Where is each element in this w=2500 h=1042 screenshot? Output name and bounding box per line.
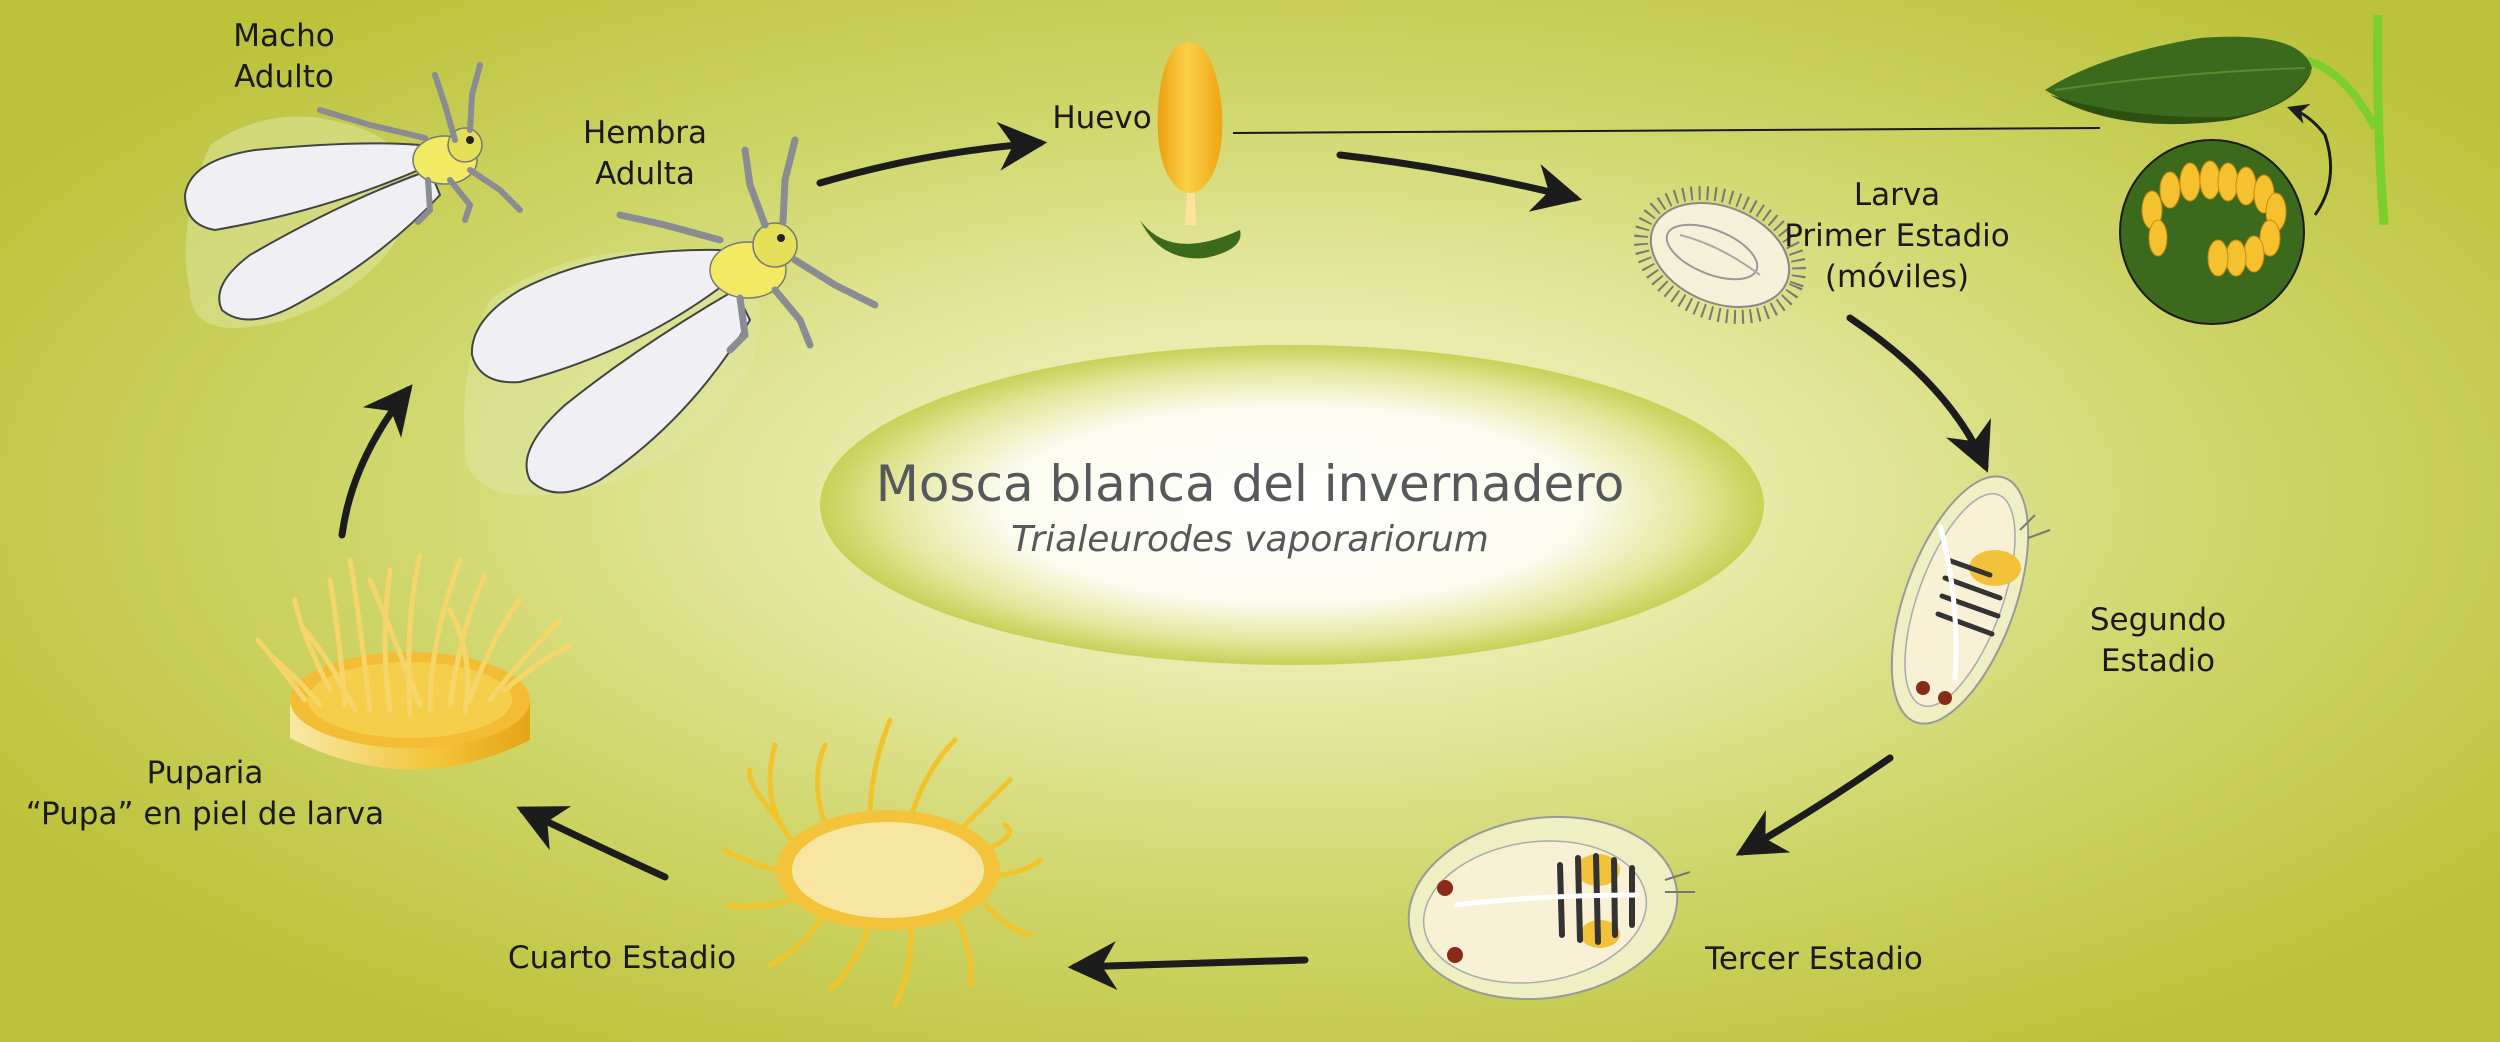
- diagram-title: Mosca blanca del invernadero: [875, 455, 1625, 513]
- label-larva-line2: Primer Estadio: [1784, 218, 2010, 254]
- label-huevo-line1: Huevo: [1052, 100, 1152, 136]
- third-instar-icon: [1407, 815, 1695, 1001]
- leaf-icon: [2045, 14, 2389, 226]
- egg-cluster-icon: [2119, 103, 2333, 325]
- label-larva-line3: (móviles): [1824, 259, 1970, 295]
- diagram-subtitle: Trialeurodes vaporariorum: [1011, 519, 1489, 560]
- label-puparia-line1: Puparia: [146, 755, 264, 791]
- label-hembra-line1: Hembra: [583, 115, 707, 151]
- label-puparia: Puparia “Pupa” en piel de larva: [26, 753, 384, 835]
- first-instar-larva-icon: [1633, 186, 1807, 324]
- label-tercer-estadio: Tercer Estadio: [1705, 939, 1923, 980]
- label-larva-line1: Larva: [1853, 177, 1941, 213]
- label-macho-line1: Macho: [233, 18, 335, 54]
- label-hembra-line2: Adulta: [595, 156, 695, 192]
- arrow-segundo-to-tercer: [1735, 754, 1894, 856]
- label-puparia-line2: “Pupa” en piel de larva: [25, 796, 385, 832]
- second-instar-icon: [1890, 475, 2051, 725]
- male-adult-whitefly-icon: [183, 62, 523, 329]
- label-cuarto-estadio: Cuarto Estadio: [508, 938, 736, 979]
- label-cuarto-line1: Cuarto Estadio: [507, 940, 737, 976]
- arrow-larva-to-segundo: [1846, 314, 1991, 473]
- label-macho-adulto: Macho Adulto: [233, 16, 334, 98]
- arrow-huevo-to-larva: [1336, 151, 1583, 212]
- label-hembra-adulta: Hembra Adulta: [583, 113, 707, 195]
- label-segundo-line1: Segundo: [2089, 602, 2227, 638]
- arrow-hembra-to-huevo: [816, 121, 1048, 187]
- egg-leaf-connector: [1232, 127, 2101, 134]
- label-tercer-line1: Tercer Estadio: [1705, 941, 1923, 977]
- arrow-cuarto-to-puparia: [516, 806, 669, 881]
- label-larva-primer-estadio: Larva Primer Estadio (móviles): [1784, 175, 2010, 298]
- arrow-tercer-to-cuarto: [1067, 941, 1309, 991]
- egg-icon: [1140, 42, 1241, 259]
- arrow-puparia-to-hembra: [338, 384, 413, 539]
- female-adult-whitefly-icon: [464, 136, 879, 496]
- label-segundo-estadio: Segundo Estadio: [2090, 600, 2226, 682]
- cycle-arrows: [338, 121, 1991, 991]
- label-huevo: Huevo: [1052, 98, 1151, 139]
- fourth-instar-icon: [722, 717, 1043, 1008]
- label-macho-line2: Adulto: [234, 59, 334, 95]
- puparium-icon: [255, 552, 573, 770]
- label-segundo-line2: Estadio: [2100, 643, 2216, 679]
- center-oval: [820, 345, 1764, 665]
